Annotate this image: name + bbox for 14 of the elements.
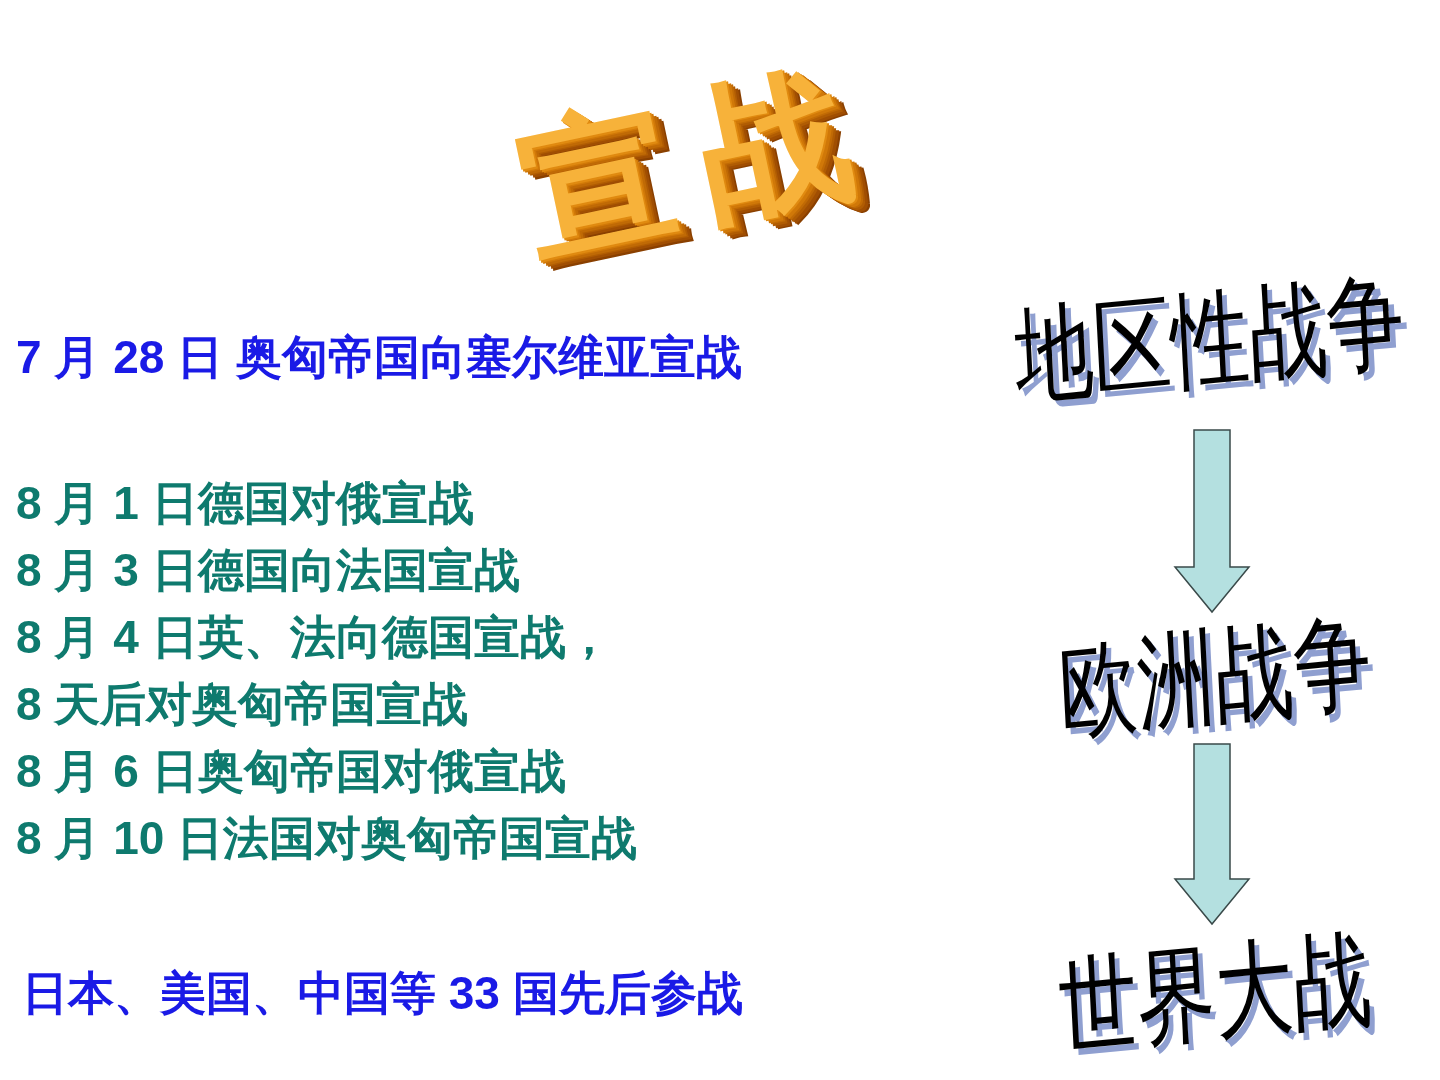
block-arrow bbox=[1173, 429, 1251, 614]
stage-label: 世界大战 bbox=[1055, 915, 1375, 1070]
event-text: 日本、美国、中国等 33 国先后参战 bbox=[22, 966, 743, 1021]
block-arrow bbox=[1173, 743, 1251, 926]
event-text: 8 天后对奥匈帝国宣战 bbox=[16, 677, 469, 732]
title-word-art: 宣战 bbox=[505, 39, 895, 282]
event-text: 8 月 1 日德国对俄宣战 bbox=[16, 476, 474, 531]
event-text: 8 月 10 日法国对奥匈帝国宣战 bbox=[16, 811, 638, 866]
event-text: 8 月 3 日德国向法国宣战 bbox=[16, 543, 520, 598]
event-text: 8 月 4 日英、法向德国宣战， bbox=[16, 610, 612, 665]
stage-label: 欧洲战争 bbox=[1055, 599, 1375, 754]
event-text: 7 月 28 日 奥匈帝国向塞尔维亚宣战 bbox=[16, 330, 742, 385]
stage-label: 地区性战争 bbox=[1011, 258, 1409, 419]
event-text: 8 月 6 日奥匈帝国对俄宣战 bbox=[16, 744, 566, 799]
